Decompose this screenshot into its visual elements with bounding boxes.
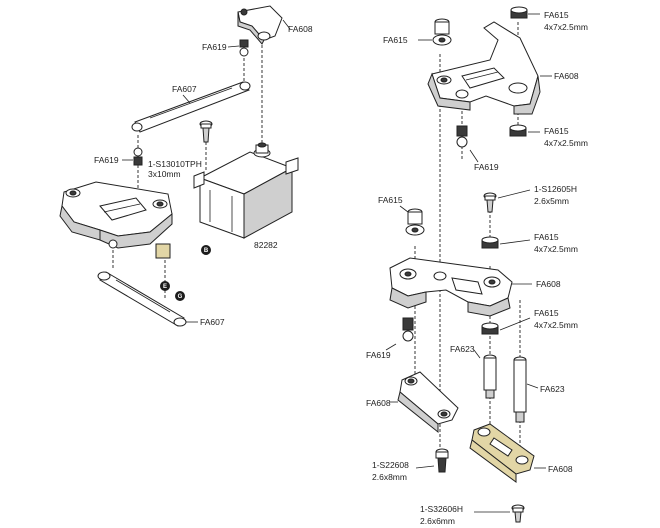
ball-stud-fa619-left xyxy=(133,147,143,166)
svg-text:E: E xyxy=(163,284,167,290)
marker-e: E xyxy=(160,281,170,291)
label-fa623-a: FA623 xyxy=(450,344,475,354)
hex-post-fa615 xyxy=(432,18,452,46)
label-fa615-r6-1: FA615 xyxy=(534,308,559,318)
leader-line xyxy=(526,383,539,389)
post-fa623-b xyxy=(513,356,527,423)
bellcrank-assembly-left xyxy=(59,181,173,259)
svg-text:G: G xyxy=(178,294,183,300)
bearing-fa615-2 xyxy=(509,124,527,137)
post-fa623-a xyxy=(483,354,497,399)
label-screw-s22608-2: 2.6x8mm xyxy=(372,472,407,482)
label-screw-s22608-1: 1-S22608 xyxy=(372,460,409,470)
leader-line xyxy=(399,205,409,213)
label-fa615-r4: FA615 xyxy=(378,195,403,205)
label-fa615-r1: FA615 xyxy=(383,35,408,45)
label-fa607-upper: FA607 xyxy=(172,84,197,94)
label-screw-s13010-2: 3x10mm xyxy=(148,169,181,179)
leader-line xyxy=(182,94,191,104)
leader-line xyxy=(282,19,291,30)
bearing-fa615-3 xyxy=(481,236,499,249)
label-fa615-r2-1: FA615 xyxy=(544,10,569,20)
linkage-rod-fa607-lower xyxy=(97,271,187,327)
leader-line xyxy=(473,349,481,359)
label-fa608-r3: FA608 xyxy=(366,398,391,408)
bar-fa608-tan xyxy=(469,423,535,483)
ball-stud-fa619 xyxy=(239,39,249,57)
leader-line xyxy=(415,465,435,469)
arm-fa608-upper xyxy=(427,21,541,115)
label-fa619-r2: FA619 xyxy=(366,350,391,360)
label-screw-s13010-1: 1-S13010TPH xyxy=(148,159,202,169)
label-fa608-r2: FA608 xyxy=(536,279,561,289)
arm-fa608-mid xyxy=(389,257,513,317)
screw-s22608 xyxy=(435,448,449,473)
ball-stud-fa619-r2 xyxy=(402,317,414,342)
label-fa615-r5-1: FA615 xyxy=(534,232,559,242)
label-fa607-lower: FA607 xyxy=(200,317,225,327)
link-fa608-small xyxy=(397,371,459,434)
label-screw-s32606-2: 2.6x6mm xyxy=(420,516,455,526)
label-fa619-r1: FA619 xyxy=(474,162,499,172)
ball-stud-fa619-r1 xyxy=(456,125,468,148)
label-screw-s12605-2: 2.6x5mm xyxy=(534,196,569,206)
label-screw-s12605-1: 1-S12605H xyxy=(534,184,577,194)
label-fa608-r1: FA608 xyxy=(554,71,579,81)
label-fa615-r6-2: 4x7x2.5mm xyxy=(534,320,578,330)
servo-horn-fa608 xyxy=(237,5,283,45)
label-fa615-r3-1: FA615 xyxy=(544,126,569,136)
label-servo-82282: 82282 xyxy=(254,240,278,250)
leader-line xyxy=(499,239,531,245)
label-fa615-r3-2: 4x7x2.5mm xyxy=(544,138,588,148)
label-fa615-r2-2: 4x7x2.5mm xyxy=(544,22,588,32)
label-fa619-top: FA619 xyxy=(202,42,227,52)
label-fa608-r4: FA608 xyxy=(548,464,573,474)
leader-line xyxy=(497,189,531,199)
linkage-rod-fa607-upper xyxy=(131,81,251,133)
label-fa615-r5-2: 4x7x2.5mm xyxy=(534,244,578,254)
bearing-fa615-4 xyxy=(481,322,499,335)
leader-line xyxy=(385,343,397,351)
bearing-fa615-top xyxy=(510,6,528,19)
label-screw-s32606-1: 1-S32606H xyxy=(420,504,463,514)
svg-text:B: B xyxy=(204,248,209,254)
marker-g: G xyxy=(175,291,185,301)
servo-82282 xyxy=(193,142,299,239)
hex-post-fa615-mid xyxy=(405,208,425,236)
leader-line xyxy=(499,317,531,331)
screw-s32606h xyxy=(511,504,525,523)
screw-s12605h xyxy=(483,192,497,213)
label-fa623-b: FA623 xyxy=(540,384,565,394)
leader-line xyxy=(469,149,479,163)
marker-b: B xyxy=(201,245,211,255)
screw-s13010tph xyxy=(199,120,213,143)
label-fa619-left: FA619 xyxy=(94,155,119,165)
label-fa608-top: FA608 xyxy=(288,24,313,34)
leader-line xyxy=(227,45,240,48)
